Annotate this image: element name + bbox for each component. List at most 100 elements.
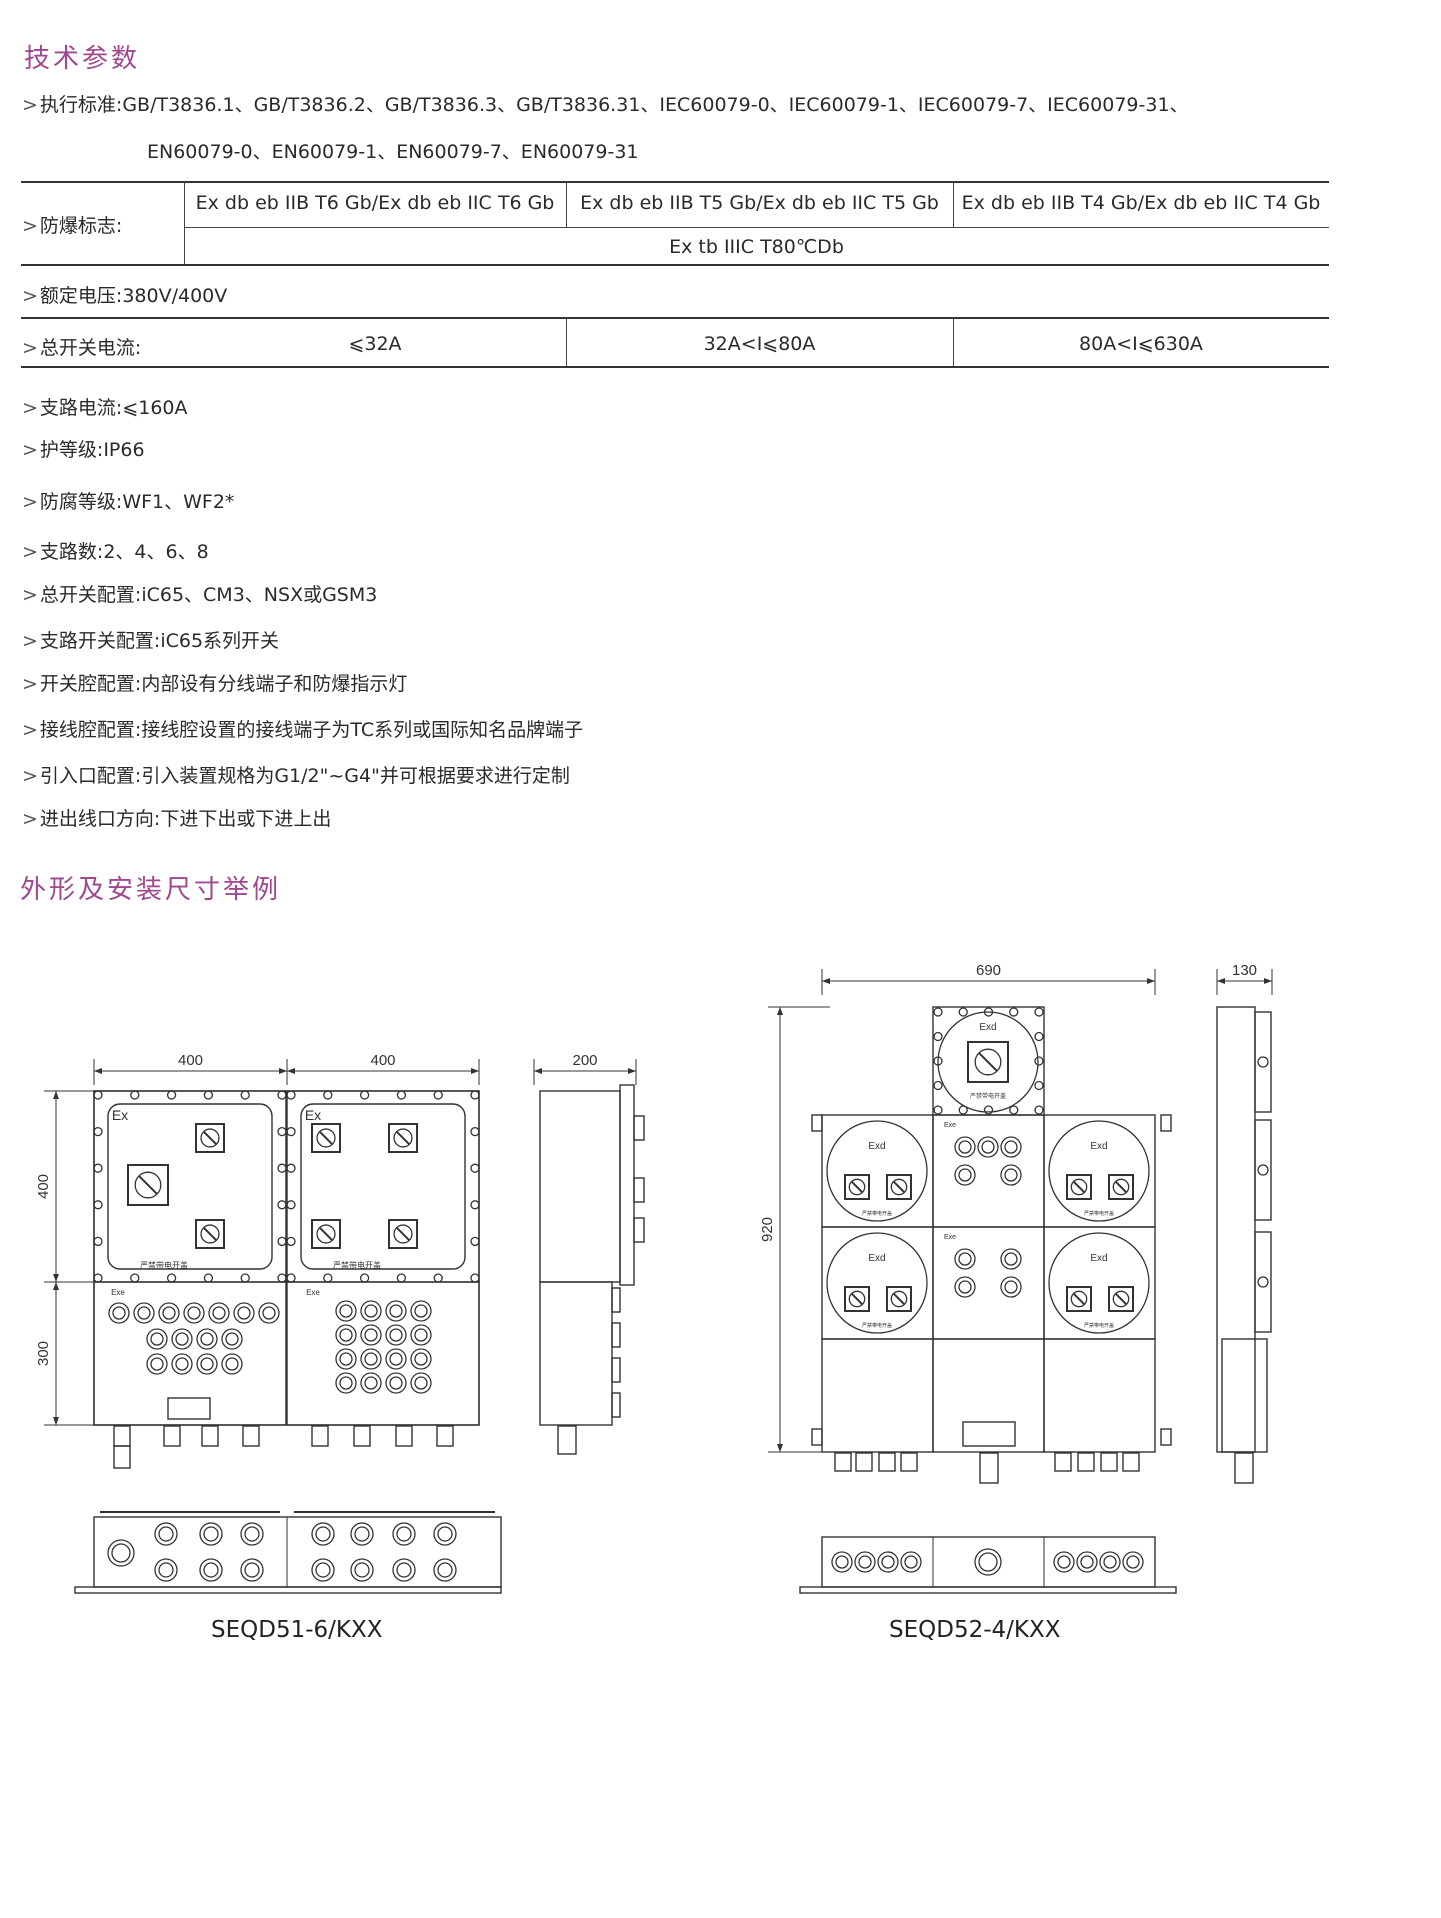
warning-label: 严禁带电开盖 <box>333 1260 381 1270</box>
cable-gland-icon <box>433 1558 457 1582</box>
section-title-tech-params: 技术参数 <box>24 44 141 74</box>
cable-gland-core <box>187 1306 201 1320</box>
round-cover <box>1048 1232 1150 1334</box>
cable-gland-core <box>158 1562 174 1578</box>
indicator-module <box>932 1114 1045 1228</box>
cable-gland-core <box>958 1168 972 1182</box>
switch-knob-icon <box>393 1224 413 1244</box>
cable-entry-icon <box>979 1452 999 1484</box>
cable-gland-core <box>339 1328 353 1342</box>
side-gland-icon <box>1257 1276 1269 1288</box>
cable-gland-icon <box>154 1558 178 1582</box>
bolt-icon <box>933 1007 943 1017</box>
chamber-cover <box>300 1103 466 1270</box>
round-cover <box>1048 1120 1150 1222</box>
cable-gland-core <box>354 1562 370 1578</box>
cable-gland-icon <box>410 1300 432 1322</box>
main-current-1: ⩽32A <box>348 333 402 355</box>
cable-gland-icon <box>1000 1248 1022 1270</box>
cable-gland-core <box>958 1140 972 1154</box>
marker: > <box>22 541 38 563</box>
mounting-lug <box>1160 1114 1172 1132</box>
bolt-icon <box>277 1200 287 1210</box>
exd-label: Exd <box>868 1253 885 1264</box>
bolt-icon <box>470 1090 480 1100</box>
cable-gland-core <box>162 1306 176 1320</box>
rotary-switch-icon <box>1108 1286 1134 1312</box>
cable-gland-icon <box>1000 1136 1022 1158</box>
cable-gland-icon <box>385 1324 407 1346</box>
standards-line-2: EN60079-0、EN60079-1、EN60079-7、EN60079-31 <box>147 141 639 163</box>
dim-depth-label: 130 <box>1232 962 1257 979</box>
cable-gland-icon <box>133 1302 155 1324</box>
spec-text: 支路电流:⩽160A <box>39 397 188 419</box>
caption-right-model: SEQD52-4/KXX <box>889 1617 1061 1643</box>
bolt-icon <box>470 1126 480 1137</box>
marker: > <box>22 491 38 513</box>
cable-gland-core <box>881 1555 895 1569</box>
cable-gland-icon <box>900 1551 922 1573</box>
spec-text: 接线腔配置:接线腔设置的接线端子为TC系列或国际知名品牌端子 <box>39 719 584 741</box>
bolt-icon <box>958 1105 968 1115</box>
cable-gland-core <box>414 1352 428 1366</box>
side-module <box>1254 1011 1272 1113</box>
cable-gland-icon <box>221 1328 243 1350</box>
bolt-icon <box>470 1236 480 1247</box>
cable-entry-icon <box>834 1452 852 1472</box>
cable-gland-icon <box>385 1372 407 1394</box>
bolt-icon <box>286 1163 296 1173</box>
cable-gland-icon <box>1122 1551 1144 1573</box>
cable-gland-core <box>225 1357 239 1371</box>
cable-entry-icon <box>113 1425 131 1447</box>
ex-marking-t4: Ex db eb IIB T4 Gb/Ex db eb IIC T4 Gb <box>961 192 1321 214</box>
bolt-icon <box>93 1090 103 1100</box>
bolt-icon <box>93 1273 103 1283</box>
marker: > <box>22 630 38 652</box>
bolt-icon <box>93 1236 103 1247</box>
switch-knob-icon <box>1070 1178 1088 1196</box>
bolt-icon <box>93 1200 103 1210</box>
exd-label: Exd <box>1090 1253 1107 1264</box>
table-rule <box>21 264 1329 266</box>
cable-gland-icon <box>154 1522 178 1546</box>
cable-gland-core <box>835 1555 849 1569</box>
cable-gland-icon <box>360 1300 382 1322</box>
cable-gland-icon <box>854 1551 876 1573</box>
switch-knob-icon <box>1112 1290 1130 1308</box>
cable-gland-icon <box>171 1328 193 1350</box>
main-current-2: 32A<I⩽80A <box>703 333 816 355</box>
nameplate <box>962 1421 1016 1447</box>
indicator-module <box>932 1226 1045 1340</box>
cable-gland-icon <box>199 1522 223 1546</box>
switch-handle <box>893 1181 905 1193</box>
switch-handle <box>319 1131 333 1145</box>
spec-line: >支路开关配置:iC65系列开关 <box>22 626 279 653</box>
exd-label: Exd <box>1090 1141 1107 1152</box>
cable-gland-icon <box>258 1302 280 1324</box>
spec-line: >接线腔配置:接线腔设置的接线端子为TC系列或国际知名品牌端子 <box>22 715 583 742</box>
cable-gland-core <box>414 1304 428 1318</box>
warning-label: 严禁带电开盖 <box>862 1322 892 1329</box>
switch-handle <box>893 1293 905 1305</box>
cable-gland-core <box>1057 1555 1071 1569</box>
cable-gland-core <box>958 1252 972 1266</box>
cable-gland-icon <box>974 1548 1002 1576</box>
bolt-icon <box>166 1273 177 1283</box>
cable-gland-core <box>364 1304 378 1318</box>
spec-line: >引入口配置:引入装置规格为G1/2"~G4"并可根据要求进行定制 <box>22 761 570 788</box>
cable-gland-icon <box>831 1551 853 1573</box>
cable-entry-icon <box>113 1445 131 1469</box>
switch-handle <box>851 1181 863 1193</box>
cable-gland-icon <box>199 1558 223 1582</box>
side-view-upper <box>539 1090 621 1283</box>
cable-gland-icon <box>311 1522 335 1546</box>
rotary-switch-icon <box>195 1123 225 1153</box>
warning-label: 严禁带电开盖 <box>862 1210 892 1217</box>
cable-gland-icon <box>954 1164 976 1186</box>
bolt-icon <box>933 1056 943 1066</box>
bolt-icon <box>286 1273 296 1283</box>
cable-gland-core <box>1004 1280 1018 1294</box>
cable-gland-core <box>244 1526 260 1542</box>
cable-gland-icon <box>335 1300 357 1322</box>
cable-entry-icon <box>311 1425 329 1447</box>
